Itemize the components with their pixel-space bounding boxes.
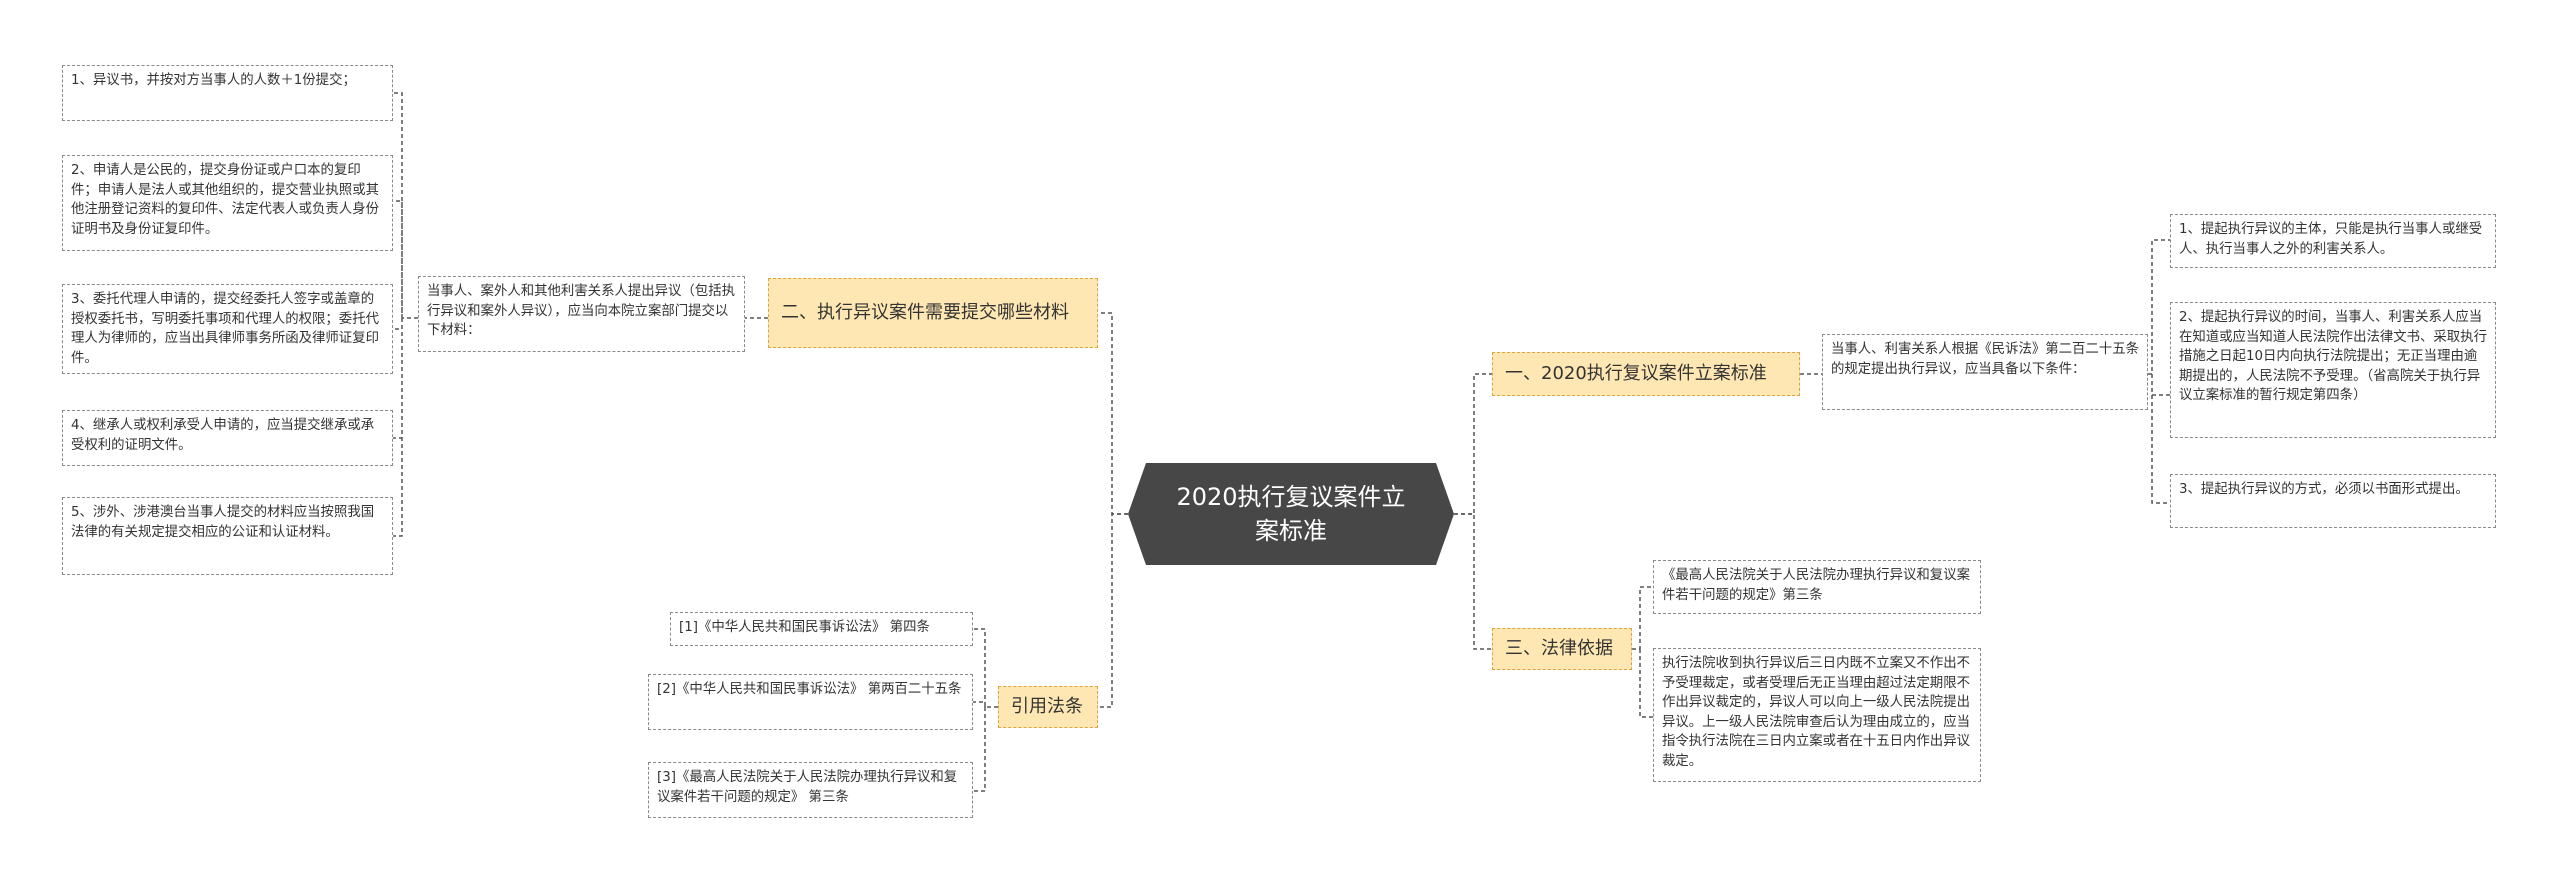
branch-2-item-2: 2、申请人是公民的，提交身份证或户口本的复印件；申请人是法人或其他组织的，提交营… [62, 155, 393, 251]
branch-1-item-3: 3、提起执行异议的方式，必须以书面形式提出。 [2170, 474, 2496, 528]
link-root-b4 [1098, 513, 1128, 708]
branch-4-item-1: [1]《中华人民共和国民事诉讼法》 第四条 [670, 612, 973, 646]
branch-2-item-5: 5、涉外、涉港澳台当事人提交的材料应当按照我国法律的有关规定提交相应的公证和认证… [62, 497, 393, 575]
root-shape [1128, 463, 1454, 565]
link-b2-items [393, 92, 418, 537]
link-b4-items [973, 628, 998, 792]
branch-1-item-1: 1、提起执行异议的主体，只能是执行当事人或继受人、执行当事人之外的利害关系人。 [2170, 214, 2496, 268]
branch-2-intro: 当事人、案外人和其他利害关系人提出异议（包括执行异议和案外人异议），应当向本院立… [418, 276, 745, 352]
branch-2-item-4: 4、继承人或权利承受人申请的，应当提交继承或承受权利的证明文件。 [62, 410, 393, 466]
branch-3-topic[interactable]: 三、法律依据 [1492, 628, 1632, 670]
link-root-b1 [1454, 373, 1492, 515]
branch-4-topic[interactable]: 引用法条 [998, 686, 1098, 728]
branch-2-item-3: 3、委托代理人申请的，提交经委托人签字或盖章的授权委托书，写明委托事项和代理人的… [62, 284, 393, 374]
link-root-b3 [1454, 513, 1492, 650]
branch-4-item-3: [3]《最高人民法院关于人民法院办理执行异议和复议案件若干问题的规定》 第三条 [648, 762, 973, 818]
branch-1-topic[interactable]: 一、2020执行复议案件立案标准 [1492, 352, 1800, 396]
branch-2-item-1: 1、异议书，并按对方当事人的人数＋1份提交； [62, 65, 393, 121]
root-title: 2020执行复议案件立案标准 [1176, 483, 1406, 545]
branch-1-item-2: 2、提起执行异议的时间，当事人、利害关系人应当在知道或应当知道人民法院作出法律文… [2170, 302, 2496, 438]
branch-2-topic[interactable]: 二、执行异议案件需要提交哪些材料 [768, 278, 1098, 348]
branch-3-item-1: 《最高人民法院关于人民法院办理执行异议和复议案件若干问题的规定》第三条 [1653, 560, 1981, 614]
link-b3-items [1632, 586, 1653, 718]
branch-3-item-2: 执行法院收到执行异议后三日内既不立案又不作出不予受理裁定，或者受理后无正当理由超… [1653, 648, 1981, 782]
branch-1-intro: 当事人、利害关系人根据《民诉法》第二百二十五条的规定提出执行异议，应当具备以下条… [1822, 334, 2148, 410]
branch-4-item-2: [2]《中华人民共和国民事诉讼法》 第两百二十五条 [648, 674, 973, 730]
link-root-b2 [1098, 312, 1128, 515]
root-node[interactable]: 2020执行复议案件立案标准 [1128, 463, 1454, 565]
link-b1-items [2148, 239, 2170, 504]
